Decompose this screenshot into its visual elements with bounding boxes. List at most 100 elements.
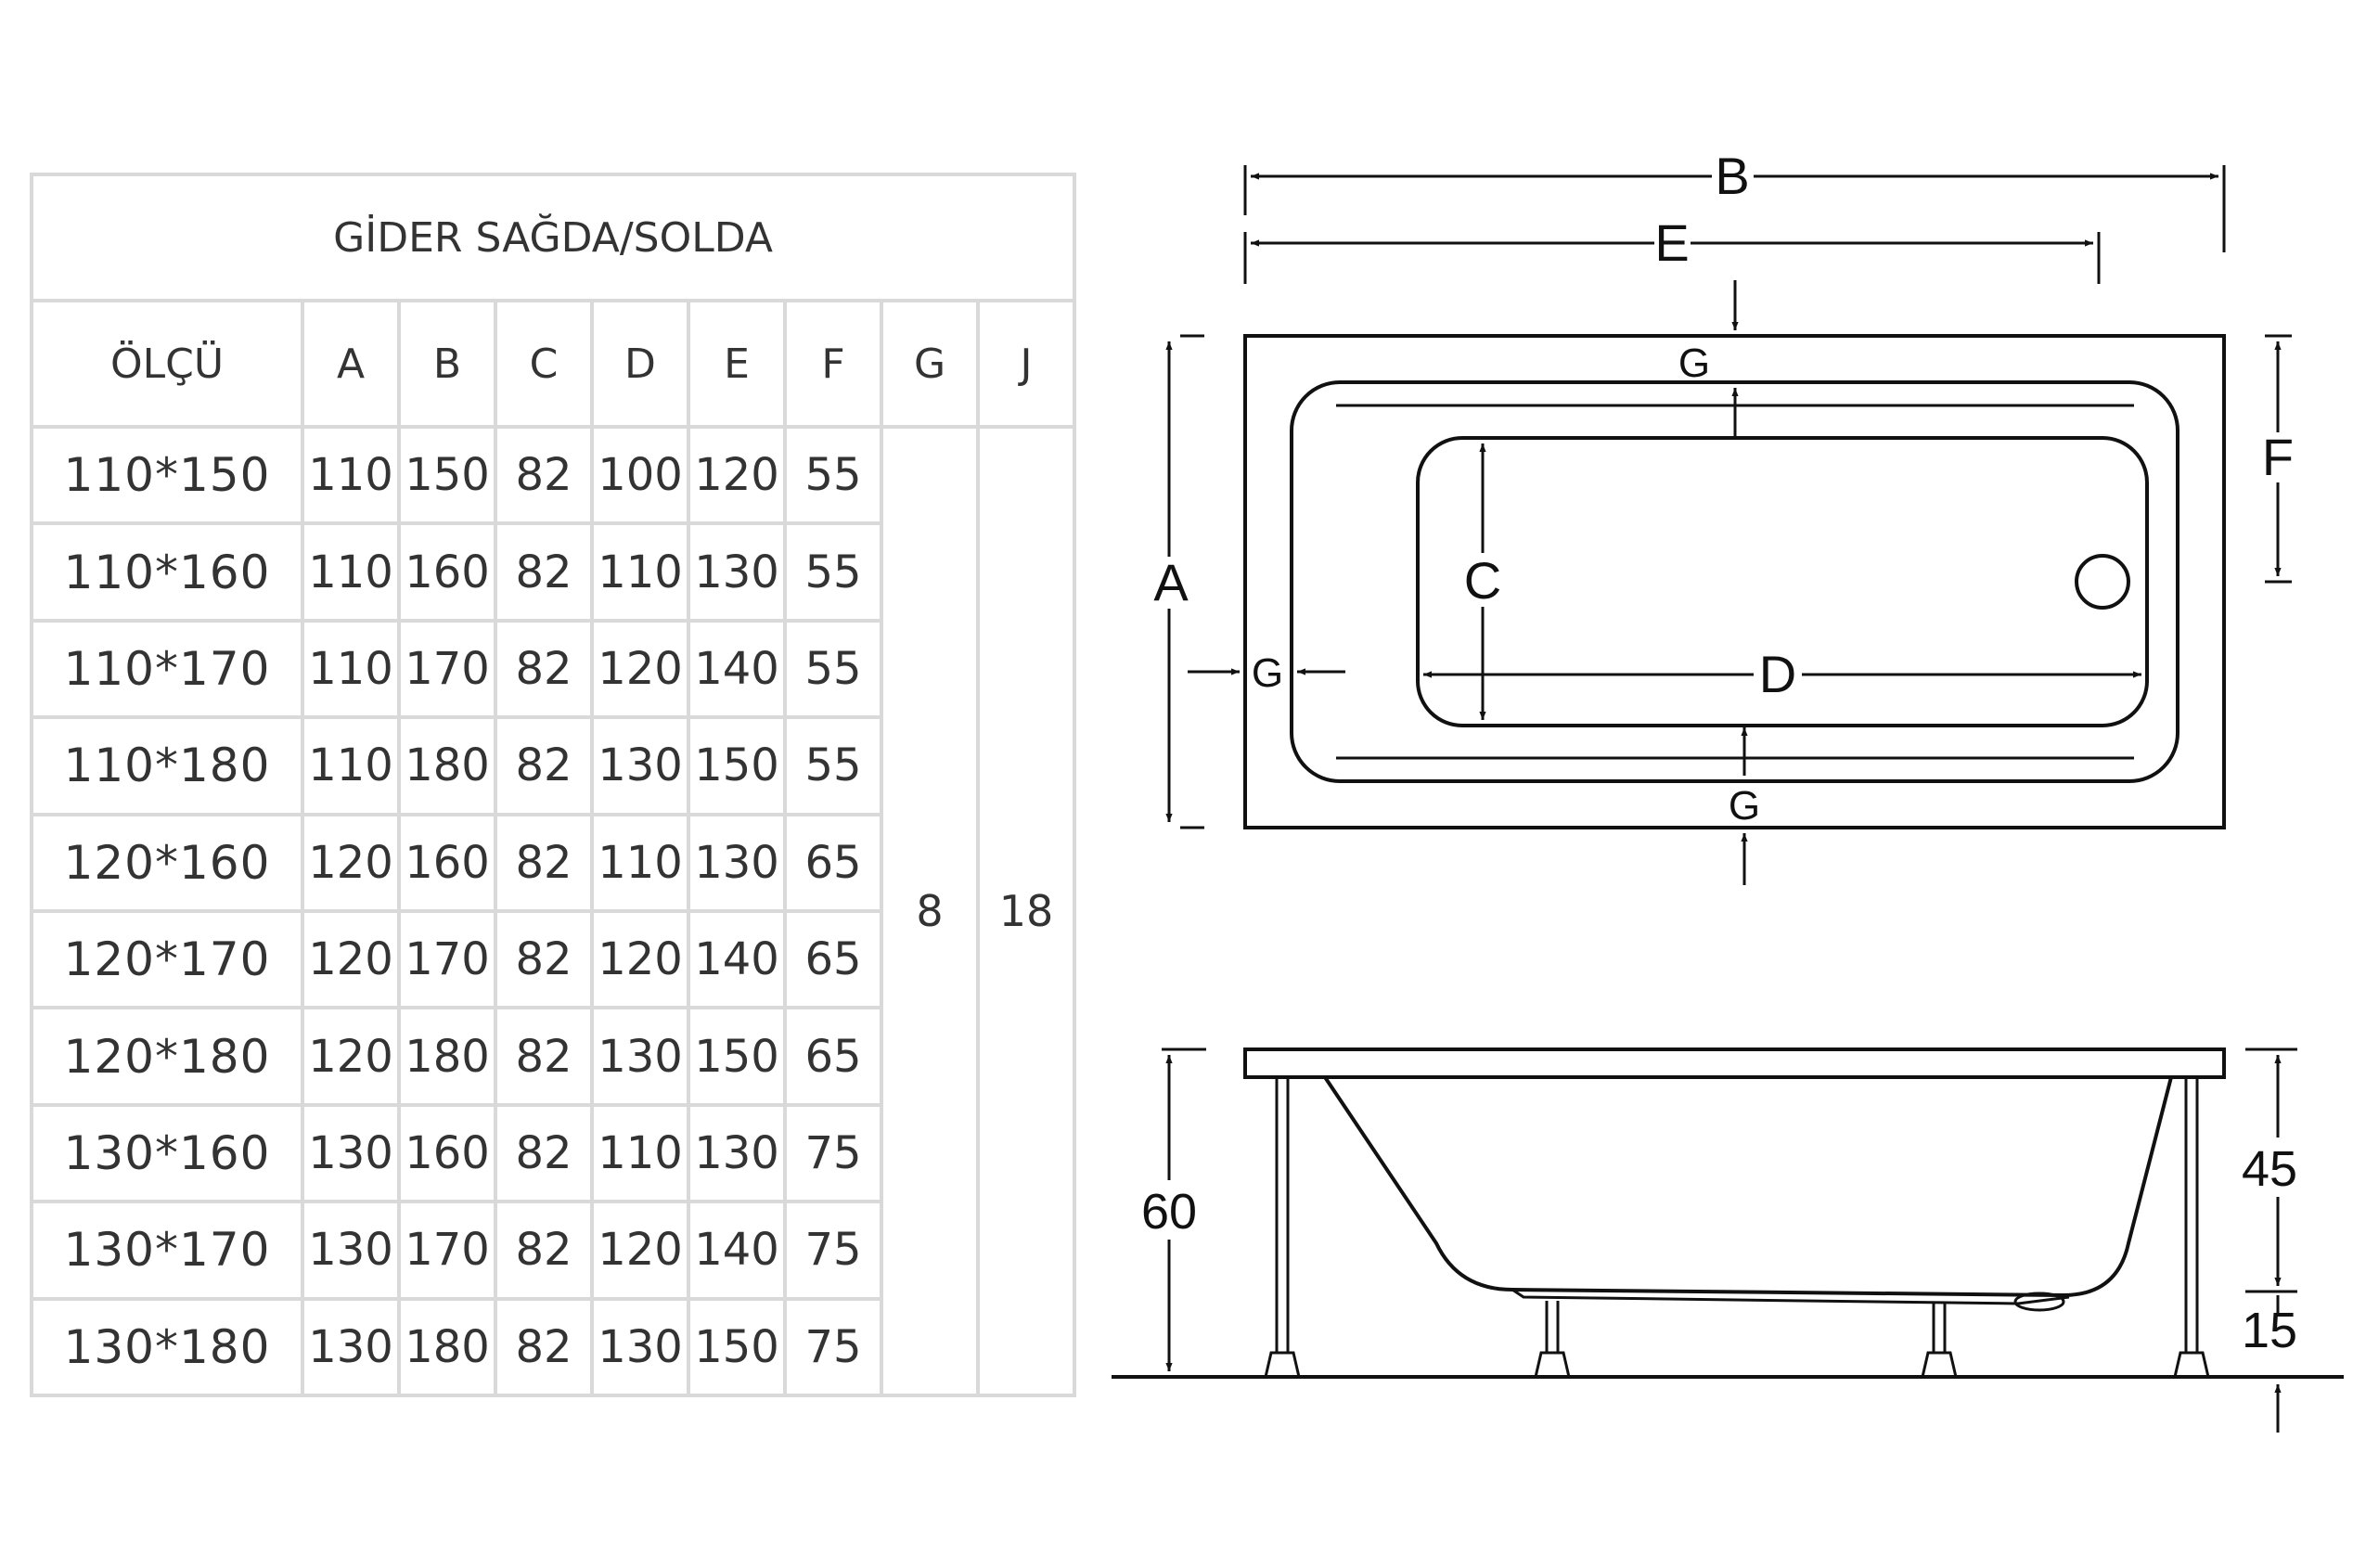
cell-b: 170 [397,908,497,1010]
header-e: E [687,299,787,429]
cell-size: 110*160 [30,521,304,623]
cell-e: 140 [687,618,787,720]
cell-b: 160 [397,812,497,913]
cell-c: 82 [494,521,594,623]
cell-d: 130 [590,1006,690,1107]
cell-f: 75 [783,1102,883,1204]
cell-size: 130*180 [30,1296,304,1398]
table-row: 120*160 120 160 82 110 130 65 [30,812,1074,913]
cell-e: 130 [687,521,787,623]
header-a: A [301,299,401,429]
cell-f: 65 [783,908,883,1010]
cell-size: 110*180 [30,715,304,816]
cell-c: 82 [494,618,594,720]
table-title: GİDER SAĞDA/SOLDA [29,173,1077,302]
cell-b: 170 [397,1200,497,1301]
cell-e: 150 [687,715,787,816]
tub-inner-rim [1290,380,2179,783]
table-row: 110*180 110 180 82 130 150 55 [30,715,1074,816]
cell-b: 160 [397,1102,497,1204]
cell-b: 170 [397,618,497,720]
cell-a: 120 [301,812,401,913]
cell-c: 82 [494,1200,594,1301]
dimension-lines-top [1165,165,2292,885]
tub-outer-rim [1243,334,2226,829]
cell-b: 180 [397,1006,497,1107]
tub-bottom-rail [1511,1288,2070,1305]
side-view [1112,1047,2344,1379]
cell-c: 82 [494,424,594,526]
cell-a: 120 [301,1006,401,1107]
cell-b: 160 [397,521,497,623]
foot-2 [1534,1351,1571,1379]
label-f: F [2262,428,2294,486]
label-c: C [1464,551,1501,610]
tub-rim-side [1243,1047,2226,1079]
header-b: B [397,299,497,429]
cell-size: 110*150 [30,424,304,526]
drain-fitting [2013,1292,2065,1312]
table-row: 130*170 130 170 82 120 140 75 [30,1200,1074,1301]
cell-d: 110 [590,812,690,913]
cell-a: 120 [301,908,401,1010]
foot-1 [1264,1351,1301,1379]
cell-size: 120*180 [30,1006,304,1107]
cell-c: 82 [494,1006,594,1107]
dimension-lines-side [1162,1047,2297,1433]
cell-a: 110 [301,715,401,816]
label-total-height: 60 [1141,1184,1197,1240]
foot-4 [2173,1351,2210,1379]
cell-e: 130 [687,812,787,913]
cell-a: 130 [301,1102,401,1204]
cell-b: 180 [397,715,497,816]
cell-d: 100 [590,424,690,526]
table-row: 120*170 120 170 82 120 140 65 [30,908,1074,1010]
drain-hole [2075,554,2130,610]
label-a: A [1153,553,1189,611]
cell-g-merged: 8 [880,425,980,1397]
label-d: D [1759,645,1796,703]
cell-d: 110 [590,1102,690,1204]
cell-b: 150 [397,424,497,526]
cell-d: 120 [590,1200,690,1301]
table-row: 120*180 120 180 82 130 150 65 [30,1006,1074,1107]
cell-size: 120*160 [30,812,304,913]
cell-size: 120*170 [30,908,304,1010]
cell-f: 65 [783,1006,883,1107]
tub-body-side [1323,1075,2173,1298]
label-g-left: G [1252,650,1283,696]
header-f: F [783,299,883,429]
cell-b: 180 [397,1296,497,1398]
cell-e: 140 [687,1200,787,1301]
cell-e: 150 [687,1296,787,1398]
bathtub-drawing: B E A F C D G G G [1112,147,2344,1433]
cell-c: 82 [494,1296,594,1398]
cell-e: 150 [687,1006,787,1107]
side-view-labels: 60 45 15 [1141,1141,2297,1358]
cell-size: 130*170 [30,1200,304,1301]
cell-c: 82 [494,908,594,1010]
cell-e: 130 [687,1102,787,1204]
cell-e: 120 [687,424,787,526]
header-j: J [975,299,1077,429]
cell-d: 110 [590,521,690,623]
label-g-top: G [1678,341,1710,386]
cell-d: 130 [590,1296,690,1398]
table-row: 130*160 130 160 82 110 130 75 [30,1102,1074,1204]
label-tub-height: 45 [2242,1141,2297,1197]
table-row: 110*160 110 160 82 110 130 55 [30,521,1074,623]
cell-a: 110 [301,521,401,623]
cell-a: 110 [301,618,401,720]
cell-f: 55 [783,715,883,816]
header-g: G [880,299,980,429]
tub-basin [1416,436,2149,727]
cell-d: 120 [590,908,690,1010]
cell-j-merged: 18 [975,425,1077,1397]
cell-c: 82 [494,812,594,913]
cell-f: 75 [783,1200,883,1301]
header-c: C [494,299,594,429]
label-leg-height: 15 [2242,1303,2297,1358]
foot-3 [1921,1351,1958,1379]
cell-a: 110 [301,424,401,526]
dimensions-table: GİDER SAĞDA/SOLDA ÖLÇÜ A B C D E F G J 1… [29,173,1077,1398]
